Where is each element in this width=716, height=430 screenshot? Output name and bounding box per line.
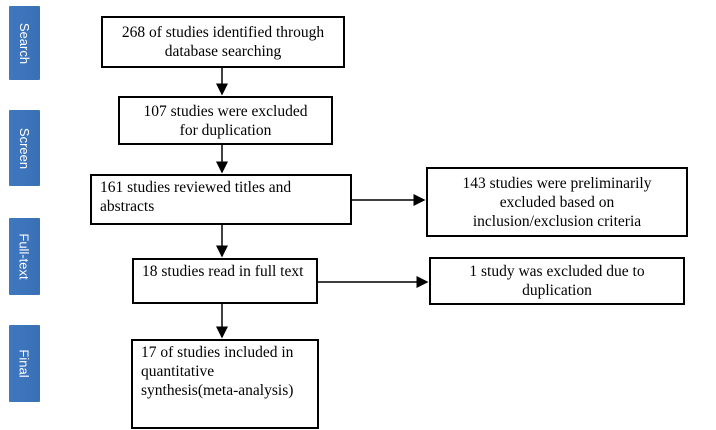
box-full-text-text: 18 studies read in full text bbox=[142, 263, 304, 280]
stage-final: Final bbox=[9, 325, 40, 402]
box-duplicates-excluded-text: 107 studies were excluded for duplicatio… bbox=[143, 102, 308, 139]
stage-screen: Screen bbox=[9, 110, 40, 186]
box-full-text-excluded: 1 study was excluded due to duplication bbox=[429, 257, 685, 305]
box-title-abstract: 161 studies reviewed titles and abstract… bbox=[90, 174, 352, 225]
box-identified: 268 of studies identified through databa… bbox=[101, 16, 345, 68]
box-full-text: 18 studies read in full text bbox=[132, 258, 318, 304]
box-included: 17 of studies included in quantitative s… bbox=[131, 339, 319, 429]
box-identified-text: 268 of studies identified through databa… bbox=[121, 24, 325, 60]
box-preliminary-excluded-text: 143 studies were preliminarily excluded … bbox=[462, 174, 652, 230]
box-duplicates-excluded: 107 studies were excluded for duplicatio… bbox=[118, 96, 333, 145]
box-title-abstract-text: 161 studies reviewed titles and abstract… bbox=[100, 179, 292, 215]
box-full-text-excluded-text: 1 study was excluded due to duplication bbox=[469, 263, 645, 299]
box-preliminary-excluded: 143 studies were preliminarily excluded … bbox=[426, 167, 688, 237]
stage-search: Search bbox=[9, 6, 40, 80]
stage-full-text: Full-text bbox=[9, 218, 40, 295]
box-included-text: 17 of studies included in quantitative s… bbox=[141, 344, 294, 399]
